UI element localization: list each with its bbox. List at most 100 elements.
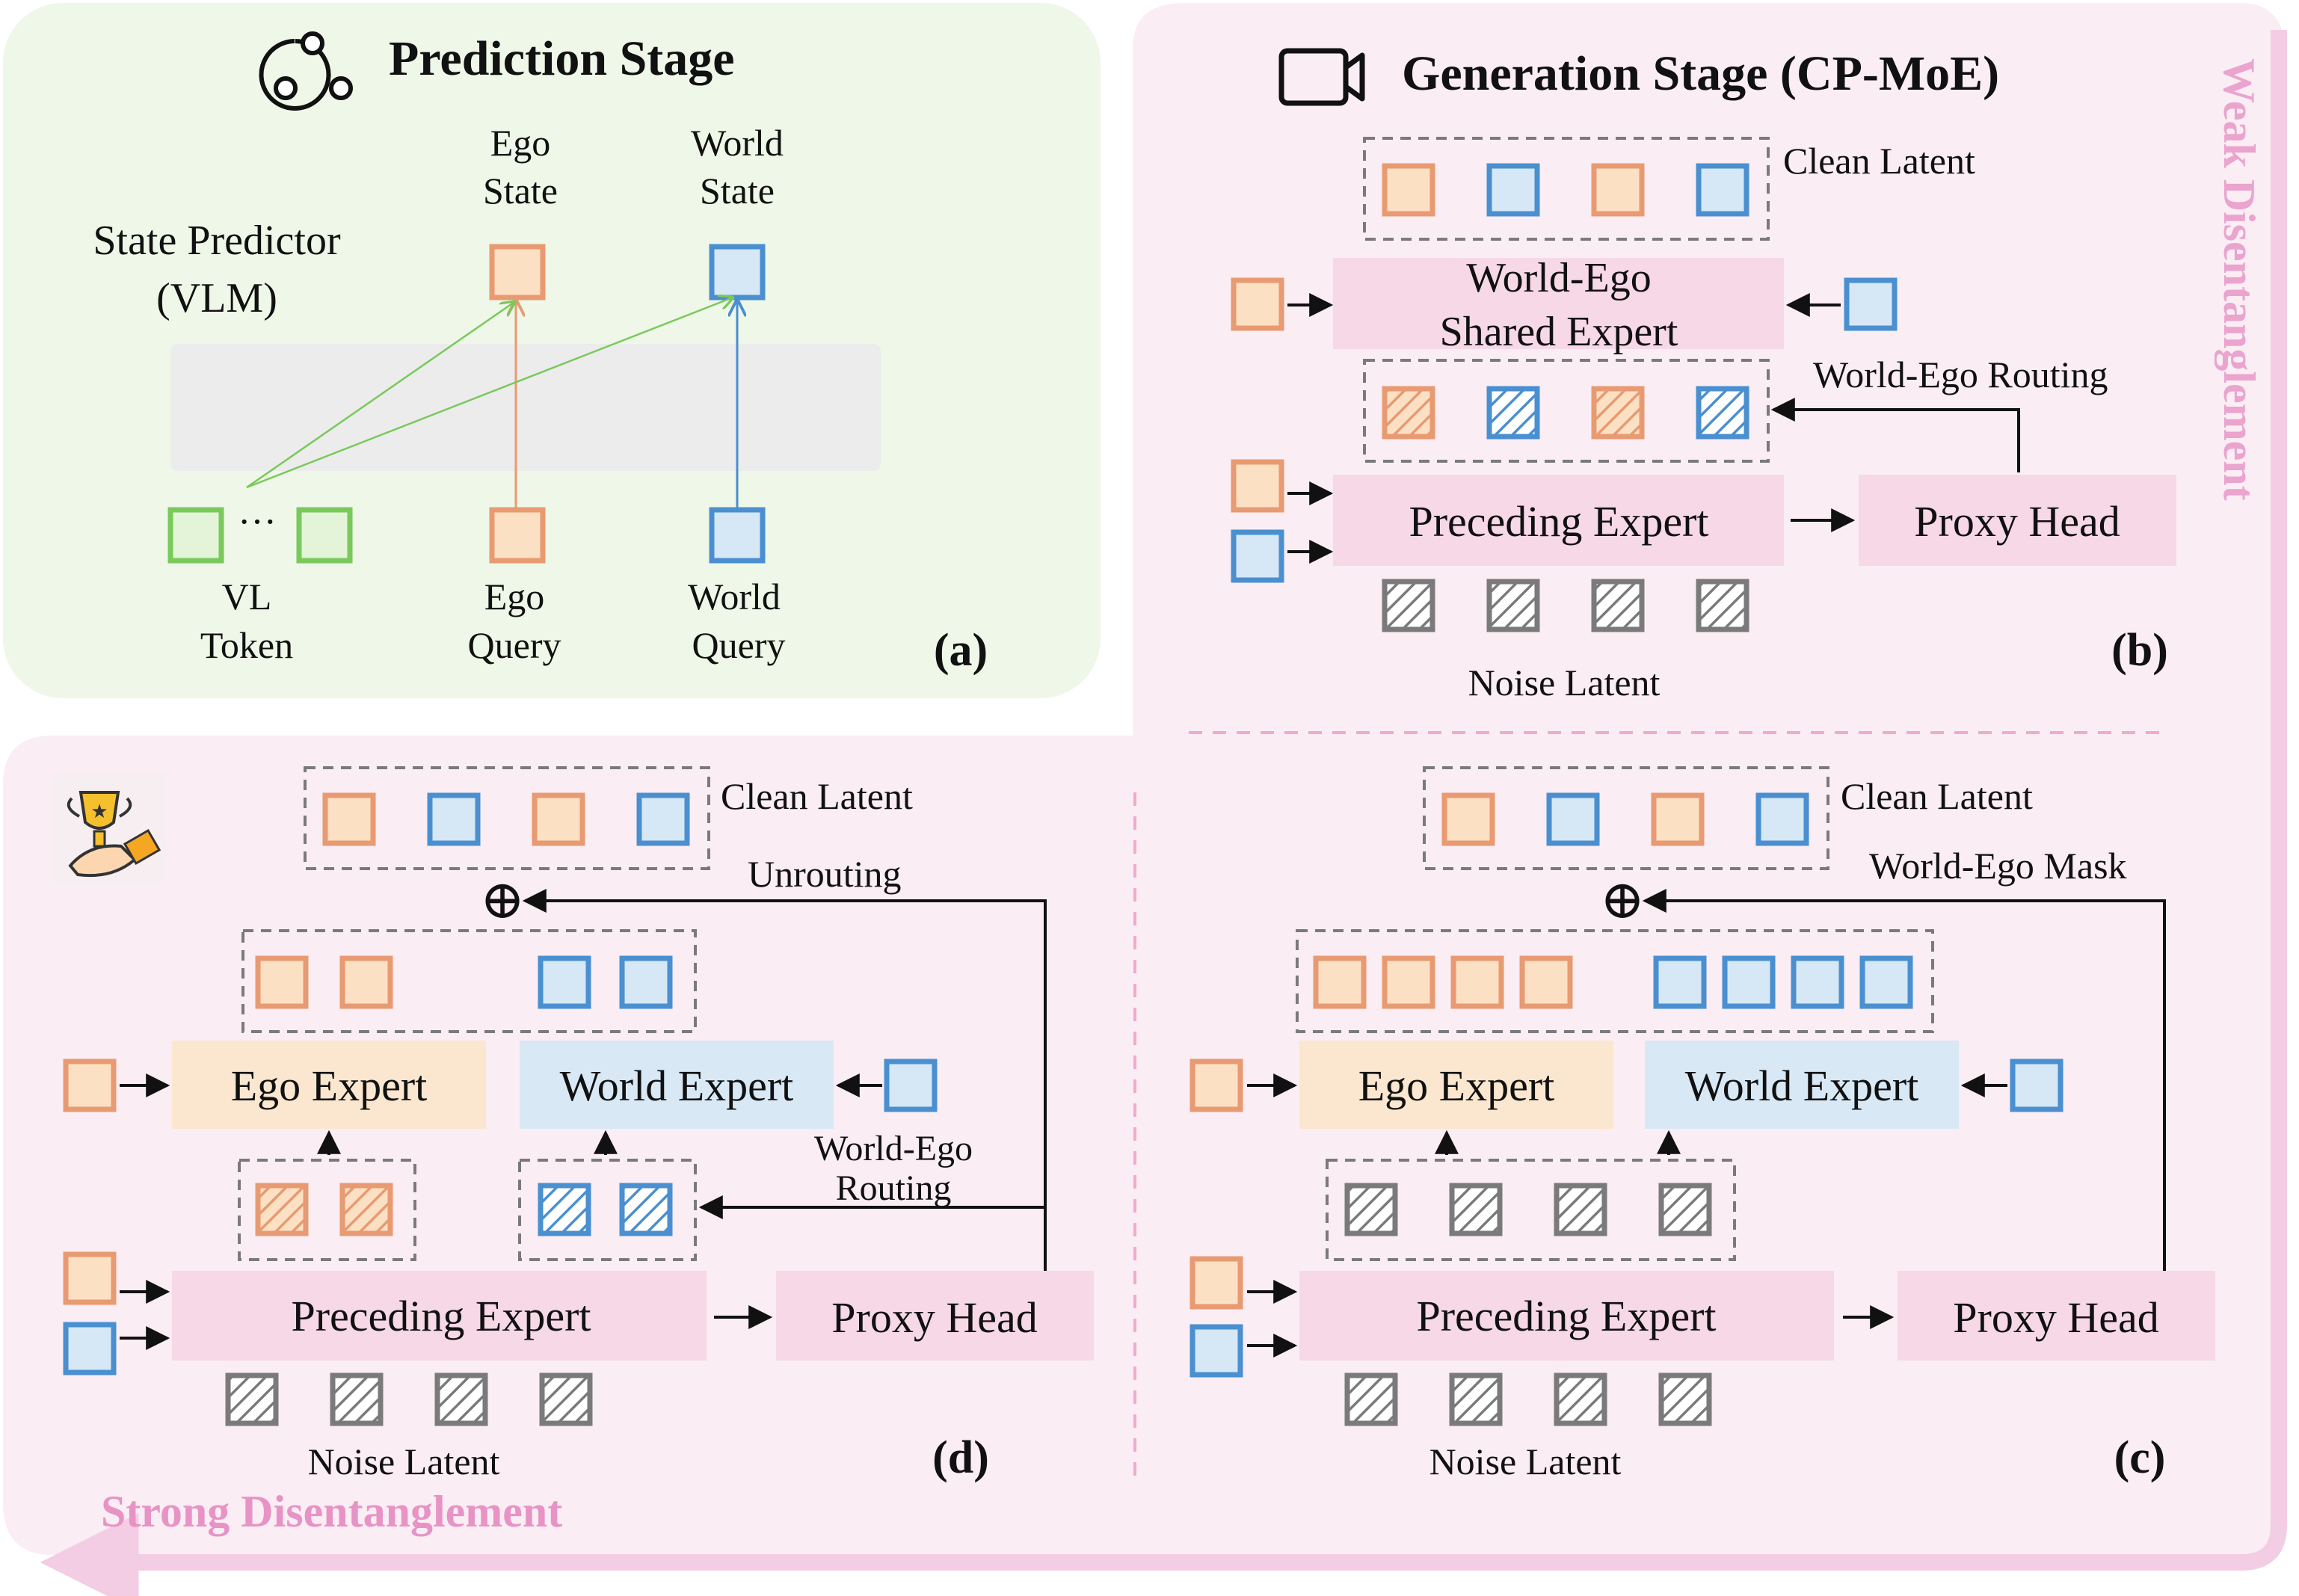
unrouting-arrow xyxy=(522,889,1047,1271)
plus-operator: ⊕ xyxy=(1600,870,1645,930)
proxy-head-label: Proxy Head xyxy=(831,1293,1037,1342)
ego-output-token xyxy=(1313,955,1367,1009)
world-output-token xyxy=(1653,955,1707,1009)
unrouted-latent-group xyxy=(1326,1159,1736,1261)
world-query-input-token xyxy=(1231,529,1284,583)
expert-output-group xyxy=(241,929,697,1033)
clean-latent-group xyxy=(1423,766,1829,870)
proxy-head xyxy=(1898,1271,2215,1361)
ego-expert-label: Ego Expert xyxy=(1358,1062,1555,1110)
noise-latent-token xyxy=(1696,579,1749,632)
ego-expert xyxy=(172,1041,486,1129)
unrouted-noise-token xyxy=(1449,1183,1503,1236)
shared-expert-label-line2: Shared Expert xyxy=(1440,309,1678,355)
clean-latent-world-token xyxy=(1546,792,1600,846)
routed-ego-token xyxy=(1591,386,1645,440)
noise-latent-token xyxy=(1449,1372,1503,1426)
panel-d: ★ Clean Latent Unrouting ⊕ Ego Expert Wo… xyxy=(54,766,1094,1536)
clean-latent-label: Clean Latent xyxy=(1841,775,2033,817)
preceding-expert-label: Preceding Expert xyxy=(291,1292,591,1340)
mask-arrow xyxy=(1642,889,2166,1271)
ego-query-label-line1: Ego xyxy=(484,576,545,617)
trophy-icon: ★ xyxy=(54,774,166,886)
noise-latent-token xyxy=(434,1372,488,1426)
ego-state-label-line2: State xyxy=(483,170,558,212)
noise-latent-token xyxy=(1382,579,1435,632)
plus-operator: ⊕ xyxy=(480,870,525,930)
clean-latent-ego-token xyxy=(1382,163,1435,217)
panel-a-tag: (a) xyxy=(934,625,988,676)
vl-token-label-line1: VL xyxy=(222,576,272,617)
noise-latent-token xyxy=(225,1372,279,1426)
state-predictor-label-line1: State Predictor xyxy=(93,218,341,264)
world-output-token xyxy=(538,955,591,1009)
noise-latent-token xyxy=(1591,579,1645,632)
clean-latent-label: Clean Latent xyxy=(721,775,913,817)
clean-latent-world-token xyxy=(1696,163,1749,217)
proxy-head xyxy=(776,1271,1094,1361)
clean-latent-label: Clean Latent xyxy=(1783,140,1975,182)
routed-ego-token xyxy=(255,1183,309,1236)
noise-latent-token xyxy=(539,1372,593,1426)
vl-token-ellipsis: ··· xyxy=(238,501,277,543)
ego-expert-label: Ego Expert xyxy=(231,1062,428,1110)
panel-c-tag: (c) xyxy=(2114,1432,2166,1483)
panel-d-tag: (d) xyxy=(932,1432,989,1483)
preceding-expert xyxy=(172,1271,707,1361)
ego-query-input-token xyxy=(1231,459,1284,513)
routed-world-token xyxy=(619,1183,673,1236)
shared-expert-label-line1: World-Ego xyxy=(1466,255,1651,301)
world-query-input-token xyxy=(1189,1324,1243,1378)
svg-text:★: ★ xyxy=(90,801,108,822)
clean-latent-ego-token xyxy=(1591,163,1645,217)
ego-output-token xyxy=(339,955,393,1009)
unrouted-noise-token xyxy=(1344,1183,1398,1236)
clean-latent-ego-token xyxy=(1651,792,1705,846)
panel-a-title: Prediction Stage xyxy=(389,31,735,86)
world-query-token xyxy=(709,507,766,564)
clean-latent-ego-token xyxy=(322,792,376,846)
world-state-label-line1: World xyxy=(691,122,784,164)
world-expert xyxy=(1645,1041,1959,1129)
ego-query-input-token xyxy=(63,1251,117,1305)
vl-to-world-arrow xyxy=(246,298,733,489)
noise-latent-label: Noise Latent xyxy=(308,1441,500,1482)
world-output-token xyxy=(1791,955,1844,1009)
world-query-input-token xyxy=(63,1322,117,1375)
proxy-head-label: Proxy Head xyxy=(1953,1293,2158,1342)
noise-latent-token xyxy=(1486,579,1540,632)
routing-arrow xyxy=(1770,398,2020,472)
world-expert-label: World Expert xyxy=(560,1062,794,1110)
world-state-input-token xyxy=(1844,277,1898,331)
world-state-input-token xyxy=(2010,1059,2063,1112)
clean-latent-group xyxy=(304,766,710,870)
routing-label: World-Ego Routing xyxy=(1813,354,2108,395)
clean-latent-world-token xyxy=(1755,792,1809,846)
ego-state-input-token xyxy=(1189,1059,1243,1112)
vl-token-last xyxy=(296,507,353,564)
world-expert xyxy=(520,1041,834,1129)
noise-latent-token xyxy=(1554,1372,1607,1426)
ego-output-token xyxy=(255,955,309,1009)
vl-token-label-line2: Token xyxy=(200,624,293,666)
routed-world-token xyxy=(1696,386,1749,440)
preceding-expert xyxy=(1333,475,1784,566)
vl-to-ego-arrow xyxy=(246,302,514,489)
world-state-input-token xyxy=(884,1059,938,1112)
world-output-token xyxy=(619,955,673,1009)
noise-latent-token xyxy=(1658,1372,1712,1426)
ego-query-input-token xyxy=(1189,1256,1243,1310)
clean-latent-ego-token xyxy=(1441,792,1495,846)
ego-expert xyxy=(1299,1041,1613,1129)
video-camera-icon xyxy=(1278,48,1365,106)
routed-ego-group xyxy=(238,1159,416,1261)
world-query-label-line1: World xyxy=(688,576,781,617)
world-state-label-line2: State xyxy=(700,170,775,212)
state-predictor-label-line2: (VLM) xyxy=(156,275,277,321)
ego-query-token xyxy=(489,507,546,564)
world-ego-shared-expert xyxy=(1333,258,1784,349)
routed-world-token xyxy=(538,1183,591,1236)
world-output-token xyxy=(1722,955,1776,1009)
routing-label-line2: Routing xyxy=(836,1168,952,1208)
